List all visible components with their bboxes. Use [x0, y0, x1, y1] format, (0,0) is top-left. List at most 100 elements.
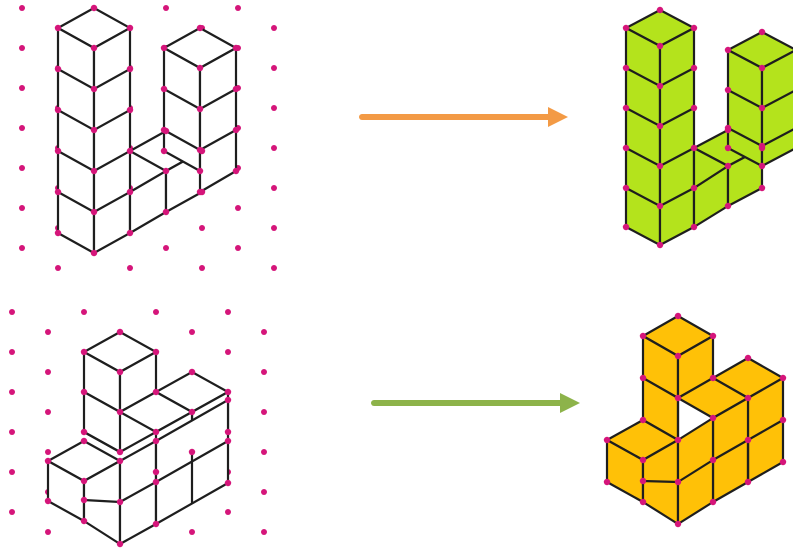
- filled-left-column-right-face: [658, 26, 696, 247]
- vertex-dot: [744, 394, 752, 402]
- vertex-dot: [126, 229, 134, 237]
- vertex-dot: [603, 436, 611, 444]
- grid-dot: [9, 429, 15, 435]
- grid-dot: [19, 245, 25, 251]
- bottom-outline-structure: [46, 330, 230, 546]
- grid-dot: [45, 369, 51, 375]
- grid-dot: [271, 25, 277, 31]
- grid-dot: [261, 529, 267, 535]
- grid-dot: [19, 85, 25, 91]
- vertex-dot: [709, 332, 717, 340]
- grid-dot: [225, 349, 231, 355]
- vertex-dot: [709, 374, 717, 382]
- grid-dot: [163, 245, 169, 251]
- vertex-dot: [126, 188, 134, 196]
- vertex-dot: [126, 24, 134, 32]
- vertex-dot: [90, 208, 98, 216]
- grid-dot: [45, 409, 51, 415]
- grid-dot: [199, 225, 205, 231]
- vertex-dot: [639, 498, 647, 506]
- vertex-dot: [656, 42, 664, 50]
- grid-dot: [81, 309, 87, 315]
- vertex-dot: [54, 188, 62, 196]
- vertex-dot: [232, 85, 240, 93]
- vertex-dot: [639, 374, 647, 382]
- vertex-dot: [724, 162, 732, 170]
- grid-dot: [235, 205, 241, 211]
- grid-dot: [271, 185, 277, 191]
- vertex-dot: [709, 456, 717, 464]
- vertex-dot: [656, 6, 664, 14]
- vertex-dot: [779, 416, 787, 424]
- vertex-dot: [160, 126, 168, 134]
- vertex-dot: [116, 498, 124, 506]
- grid-dot: [19, 205, 25, 211]
- vertex-dot: [758, 162, 766, 170]
- vertex-dot: [709, 498, 717, 506]
- bottom-filled-vertex-dots: [603, 312, 787, 528]
- filled-right-column-left-face: [726, 48, 764, 168]
- vertex-dot: [690, 223, 698, 231]
- vertex-dot: [224, 388, 232, 396]
- vertex-dot: [674, 394, 682, 402]
- vertex-dot: [674, 478, 682, 486]
- grid-dot: [271, 145, 277, 151]
- grid-dot: [45, 329, 51, 335]
- vertex-dot: [622, 223, 630, 231]
- top-filled-vertex-dots: [622, 6, 766, 249]
- vertex-dot: [160, 44, 168, 52]
- grid-dot: [261, 329, 267, 335]
- filled-right-column-right-face: [760, 50, 793, 168]
- vertex-dot: [232, 44, 240, 52]
- grid-dot: [9, 469, 15, 475]
- grid-dot: [163, 5, 169, 11]
- vertex-dot: [44, 497, 52, 505]
- vertex-dot: [80, 496, 88, 504]
- vertex-dot: [603, 478, 611, 486]
- vertex-dot: [126, 147, 134, 155]
- grid-dot: [9, 389, 15, 395]
- vertex-dot: [152, 478, 160, 486]
- grid-dot: [271, 225, 277, 231]
- vertex-dot: [674, 436, 682, 444]
- vertex-dot: [80, 428, 88, 436]
- vertex-dot: [80, 388, 88, 396]
- vertex-dot: [674, 312, 682, 320]
- vertex-dot: [116, 457, 124, 465]
- vertex-dot: [724, 86, 732, 94]
- grid-dot: [9, 509, 15, 515]
- vertex-dot: [656, 82, 664, 90]
- vertex-dot: [744, 478, 752, 486]
- vertex-dot: [639, 332, 647, 340]
- vertex-dot: [622, 144, 630, 152]
- vertex-dot: [724, 202, 732, 210]
- grid-dot: [271, 265, 277, 271]
- vertex-dot: [758, 28, 766, 36]
- vertex-dot: [90, 167, 98, 175]
- vertex-dot: [196, 64, 204, 72]
- grid-dot: [19, 5, 25, 11]
- vertex-dot: [152, 520, 160, 528]
- vertex-dot: [196, 188, 204, 196]
- vertex-dot: [152, 388, 160, 396]
- vertex-dot: [758, 64, 766, 72]
- vertex-dot: [80, 437, 88, 445]
- vertex-dot: [758, 142, 766, 150]
- vertex-dot: [232, 167, 240, 175]
- vertex-dot: [90, 44, 98, 52]
- top-outline-structure: [56, 6, 238, 255]
- vertex-dot: [188, 368, 196, 376]
- vertex-dot: [196, 105, 204, 113]
- vertex-dot: [54, 65, 62, 73]
- vertex-dot: [188, 408, 196, 416]
- vertex-dot: [639, 456, 647, 464]
- outline-left-column-left-face: [56, 26, 96, 255]
- grid-dot: [55, 265, 61, 271]
- vertex-dot: [709, 414, 717, 422]
- vertex-dot: [724, 124, 732, 132]
- vertex-dot: [779, 458, 787, 466]
- top-right-arrow: [359, 107, 568, 127]
- vertex-dot: [690, 104, 698, 112]
- vertex-dot: [54, 147, 62, 155]
